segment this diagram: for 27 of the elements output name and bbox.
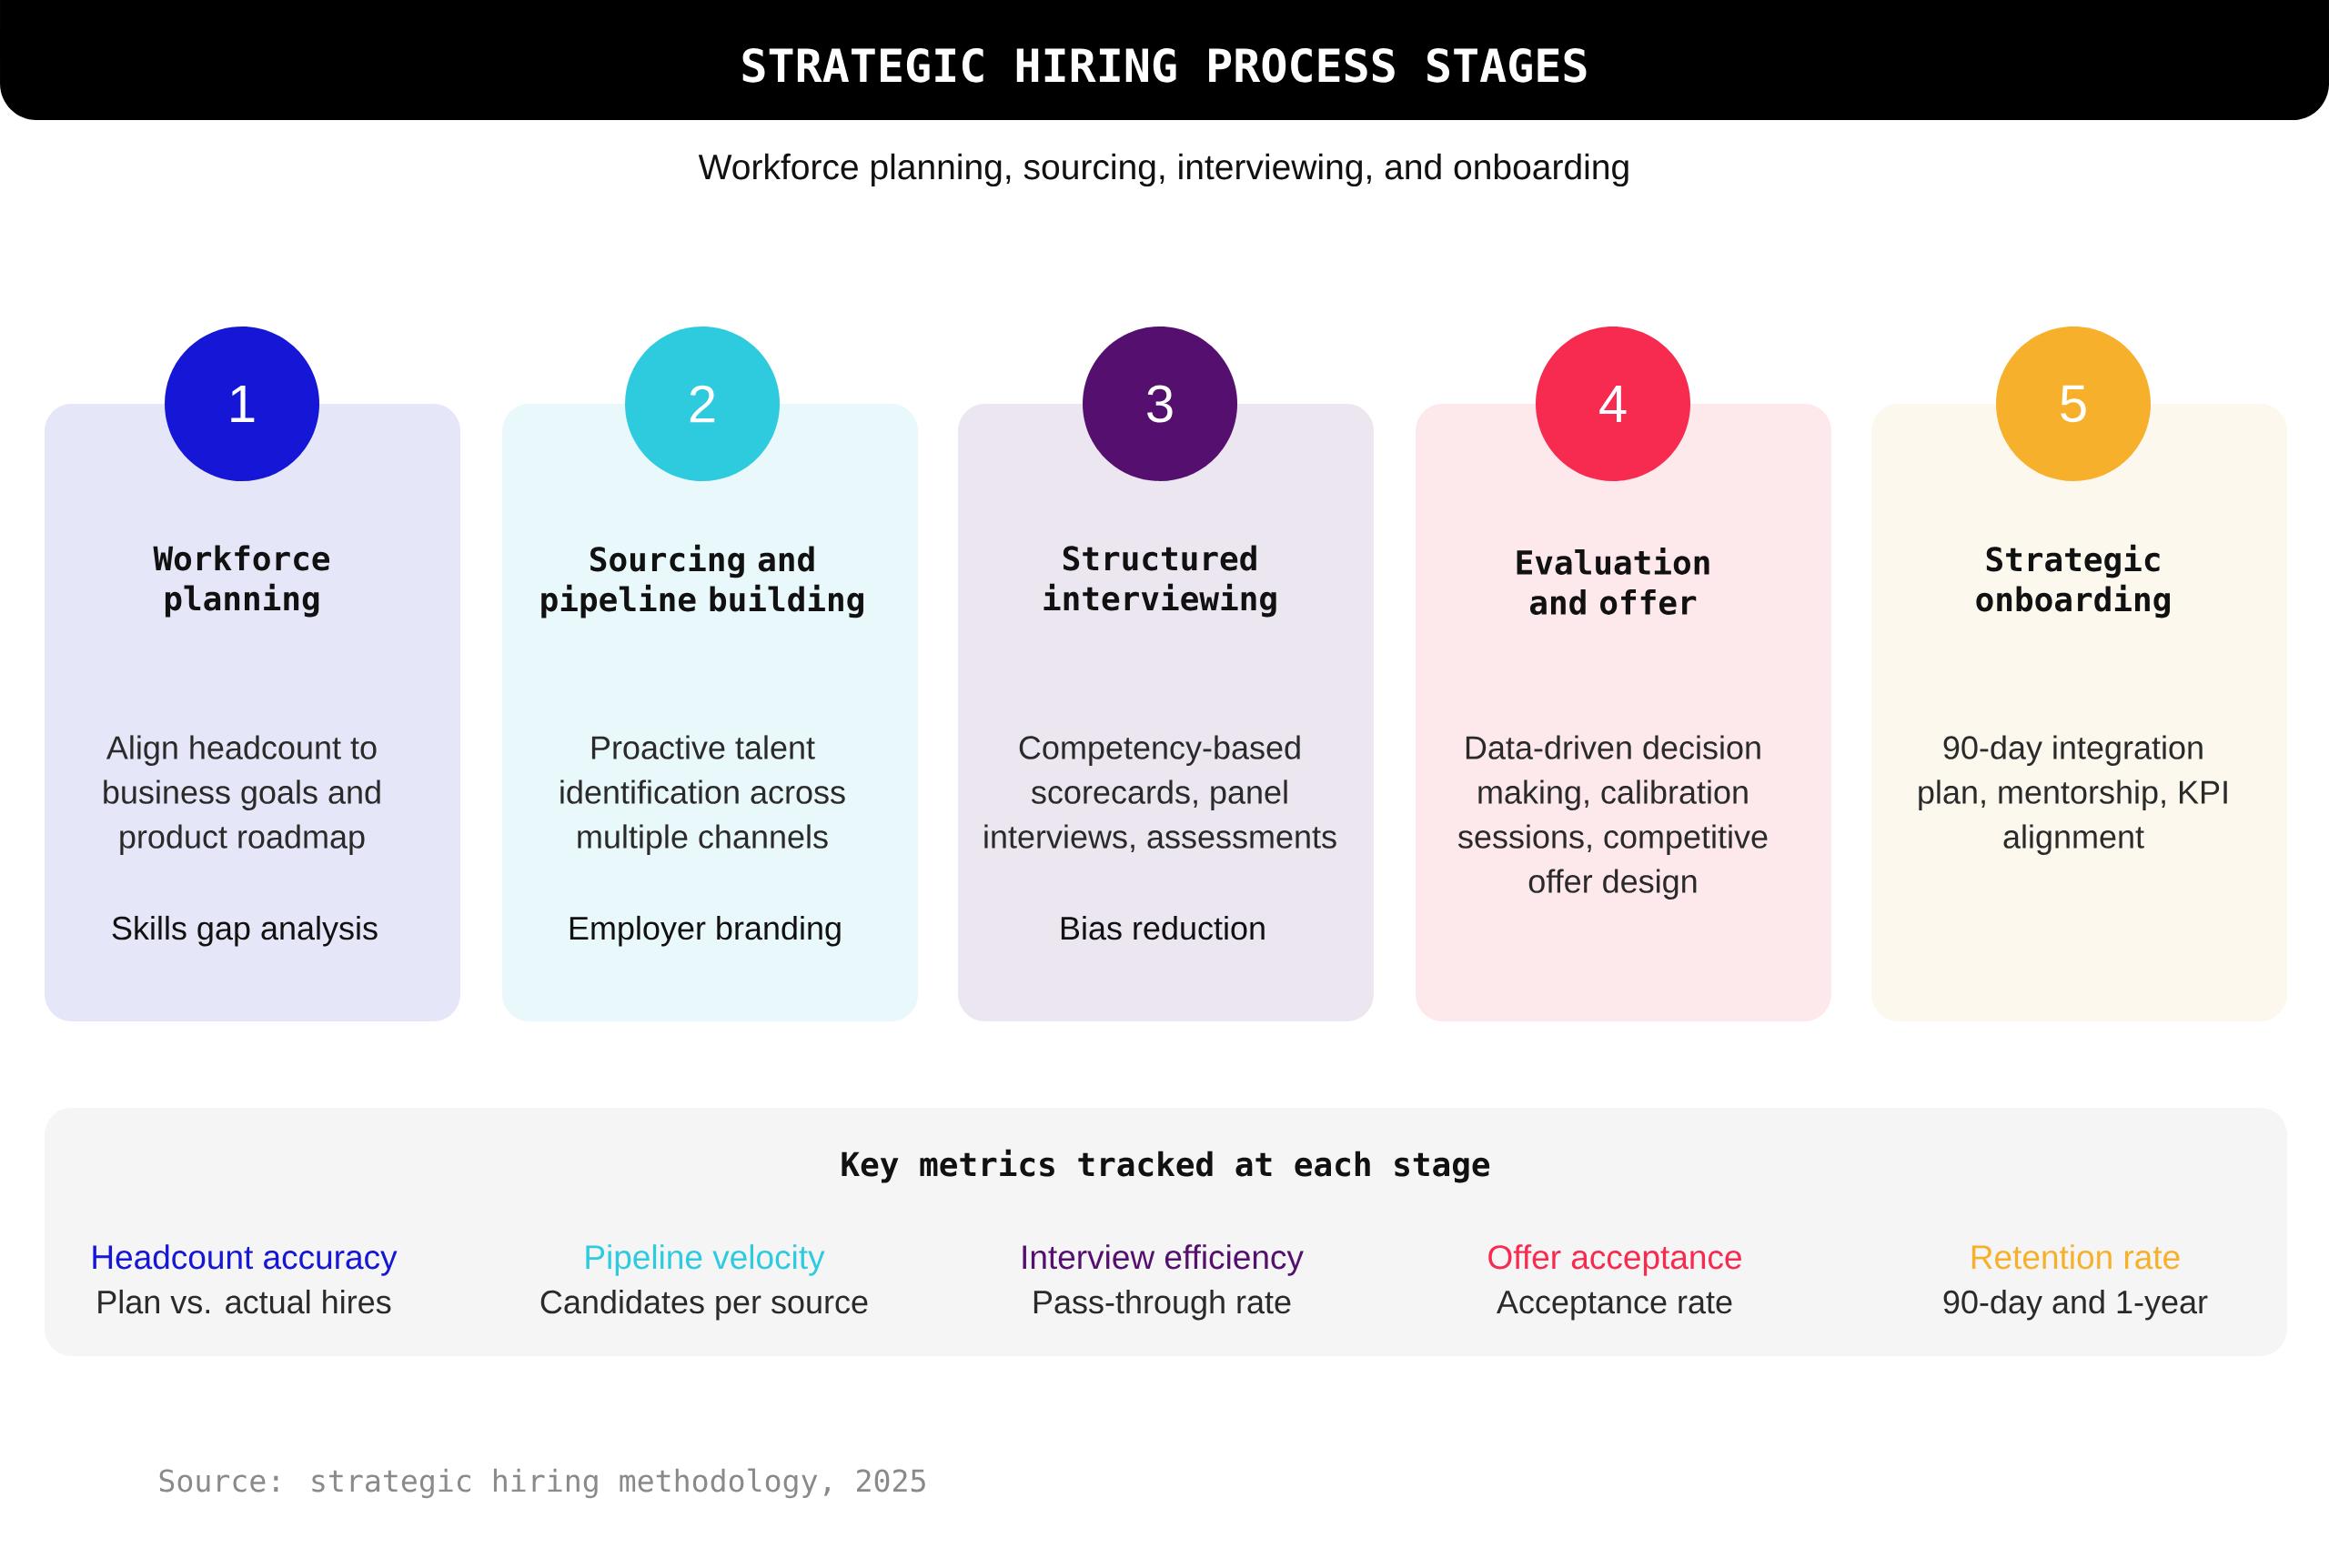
card-highlight: Employer branding [570,915,841,947]
metric-name: Retention rate [1971,1244,2180,1270]
card-description: Data-driven decision making, calibration sessions, competitive offer design [1457,735,1768,900]
card-heading: Evaluation and offer [1517,548,1709,615]
card-heading: Sourcing and pipeline building [541,544,863,618]
card-description: Competency-based scorecards, panel interviews, assessments [984,735,1336,853]
metric-description: Candidates per source [540,1289,868,1321]
subtitle: Workforce planning, sourcing, interviewing, and onboarding [698,153,1628,187]
card-highlight: Bias reduction [1061,915,1265,940]
metric-description: Pass-through rate [1033,1289,1291,1321]
card-heading: Structured interviewing [1044,545,1276,618]
card-description: 90-day integration plan, mentorship, KPI alignment [1919,735,2227,855]
metric-name: Pipeline velocity [586,1244,825,1276]
metric-name: Interview efficiency [1023,1244,1304,1276]
card-description: Align headcount to business goals and product roadmap [104,735,380,855]
title-bar: STRATEGIC HIRING PROCESS STAGES [0,0,2329,120]
metric-description: Plan vs. actual hires [98,1289,391,1314]
metric-name: Headcount accuracy [93,1244,398,1276]
card-description: Proactive talent identification across multiple channels [560,735,845,855]
metric-name: Offer acceptance [1488,1244,1741,1276]
metric-description: Acceptance rate [1497,1291,1732,1321]
card-heading: Workforce planning [153,545,330,618]
card-highlight: Skills gap analysis [112,915,378,947]
metric-description: 90-day and 1-year [1943,1289,2208,1321]
panel-heading: Key metrics tracked at each stage [842,1149,1490,1183]
source-note: Source: strategic hiring methodology, 2025 [159,1468,925,1499]
card-heading: Strategic onboarding [1976,544,2170,618]
